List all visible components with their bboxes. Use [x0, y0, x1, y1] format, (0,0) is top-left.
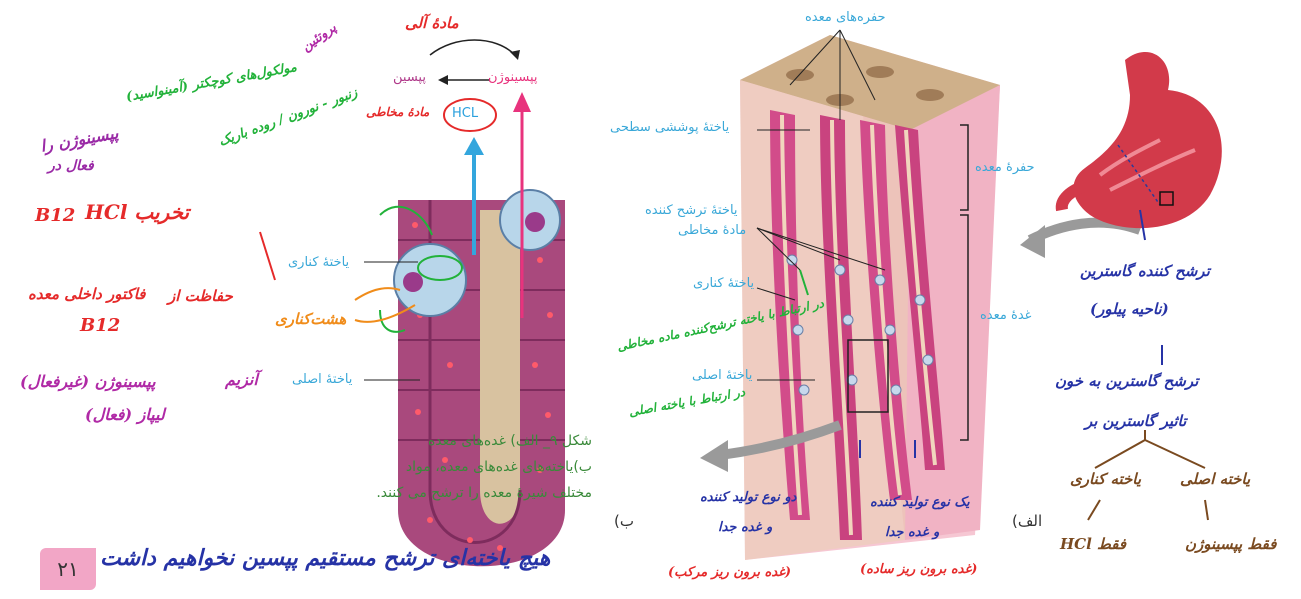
label-chief-cell-b: یاختهٔ اصلی	[292, 372, 352, 387]
note-b12-2: B12	[80, 315, 120, 336]
note-simple-gland: (غده برون ریز ساده)	[860, 562, 977, 577]
label-parietal-cell-b: یاختهٔ کناری	[288, 255, 349, 270]
figure-caption: شکل ۹_ الف) غده‌های معده ب)یاخته‌های غده…	[292, 428, 592, 506]
gastric-gland-block	[740, 30, 1000, 560]
note-organic-matter: مادهٔ آلی	[405, 14, 459, 32]
label-gastric-pit: حفرهٔ معده	[975, 160, 1035, 175]
figure-label-a: الف)	[1012, 512, 1042, 530]
note-pylorus: (ناحیه پیلور)	[1090, 300, 1169, 318]
label-pepsin: پپسین	[393, 70, 426, 85]
note-only-pepsinogen: فقط پپسینوژن	[1185, 535, 1276, 553]
note-two-types: دو نوع تولید کننده	[700, 490, 796, 505]
note-only-hcl: فقط HCl	[1060, 535, 1126, 553]
note-b12-1: B12	[35, 205, 75, 226]
caption-line-2: ب)یاخته‌های غده‌های معده، مواد	[292, 454, 592, 480]
note-destroy-b12: تخریب HCl	[85, 200, 189, 224]
note-hashtkonari: هشت‌کناری	[275, 310, 346, 328]
label-mucus-cell-1: یاختهٔ ترشح کننده	[645, 203, 738, 218]
note-chief-cell: یاخته اصلی	[1180, 470, 1250, 488]
figure-label-b: ب)	[614, 512, 634, 530]
note-separate-2: و غده جدا	[885, 525, 939, 540]
label-pepsinogen: پپسینوژن	[488, 70, 538, 85]
note-gastrin-to-blood: ترشح گاسترین به خون	[1055, 372, 1198, 390]
gland-tube-b	[394, 190, 565, 566]
note-gastrin-effect: تاثیر گاسترین بر	[1085, 412, 1186, 430]
label-gastric-gland: غدهٔ معده	[980, 308, 1031, 323]
page-number-badge: ۲۱	[40, 548, 96, 590]
caption-line-1: شکل ۹_ الف) غده‌های معده	[292, 428, 592, 454]
caption-line-3: مختلف شیرهٔ معده را ترشح می کنند.	[292, 480, 592, 506]
page-number: ۲۱	[57, 557, 78, 581]
label-parietal-cell-a: یاختهٔ کناری	[693, 276, 754, 291]
note-pepsinogen-active-2: فعال در	[48, 158, 94, 174]
note-one-type: یک نوع تولید کننده	[870, 495, 970, 510]
note-gastrin-secreting: ترشح کننده گاسترین	[1080, 262, 1210, 280]
note-separate-1: و غده جدا	[718, 520, 772, 535]
note-mucus-material: مادهٔ مخاطی	[366, 105, 429, 119]
note-parietal-cell: یاخته کناری	[1070, 470, 1141, 488]
note-bottom-line: هیچ یاخته‌ای ترشح مستقیم پپسین نخواهیم د…	[100, 545, 550, 571]
label-mucus-cell-2: مادهٔ مخاطی	[678, 223, 746, 238]
label-hcl: HCL	[452, 106, 478, 121]
note-lipase: لیپاز (فعال)	[85, 405, 165, 424]
label-surface-cell: یاختهٔ پوششی سطحی	[610, 120, 729, 135]
label-chief-cell-a: یاختهٔ اصلی	[692, 368, 752, 383]
note-intrinsic-factor: فاکتور داخلی معده	[28, 285, 145, 303]
note-pepsinogen-inactive: پپسینوژن (غیرفعال)	[20, 372, 156, 391]
note-complex-gland: (غده برون ریز مرکب)	[668, 565, 791, 580]
note-protect-b12: حفاظت از	[168, 287, 233, 305]
label-gastric-pits-top: حفره‌های معده	[805, 10, 886, 25]
note-enzyme: آنزیم	[225, 370, 258, 389]
stomach-illustration	[1062, 52, 1222, 228]
